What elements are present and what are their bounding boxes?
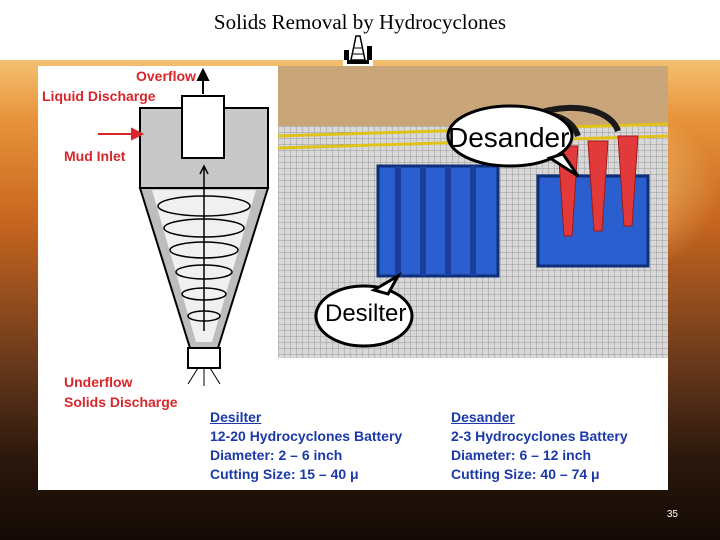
desilter-callout: Desilter (325, 300, 407, 327)
mud-inlet-label: Mud Inlet (64, 148, 126, 164)
liquid-discharge-label: Liquid Discharge (42, 88, 156, 104)
drilling-rig-logo-icon (343, 34, 373, 66)
solids-discharge-label: Solids Discharge (64, 394, 178, 410)
desilter-heading: Desilter (210, 409, 262, 425)
desander-diameter: Diameter: 6 – 12 inch (451, 447, 592, 463)
desilter-specs: Desilter 12-20 Hydrocyclones Battery Dia… (210, 408, 402, 484)
overflow-label: Overflow (136, 68, 196, 84)
underflow-label: Underflow (64, 374, 133, 390)
desander-callout: Desander (448, 122, 570, 153)
equipment-photo (278, 66, 668, 358)
desander-battery: 2-3 Hydrocyclones Battery (451, 428, 628, 444)
desander-cutting-size: Cutting Size: 40 – 74 μ (451, 466, 600, 482)
hydrocyclone-diagram (98, 67, 270, 386)
content-panel: Overflow Liquid Discharge Mud Inlet Unde… (38, 66, 668, 490)
page-number: 35 (666, 509, 678, 520)
desilter-cutting-size: Cutting Size: 15 – 40 μ (210, 466, 359, 482)
desilter-battery: 12-20 Hydrocyclones Battery (210, 428, 403, 444)
desilter-diameter: Diameter: 2 – 6 inch (210, 447, 343, 463)
desander-specs: Desander 2-3 Hydrocyclones Battery Diame… (451, 408, 628, 484)
desander-heading: Desander (451, 409, 515, 425)
slide-title: Solids Removal by Hydrocyclones (213, 10, 507, 34)
